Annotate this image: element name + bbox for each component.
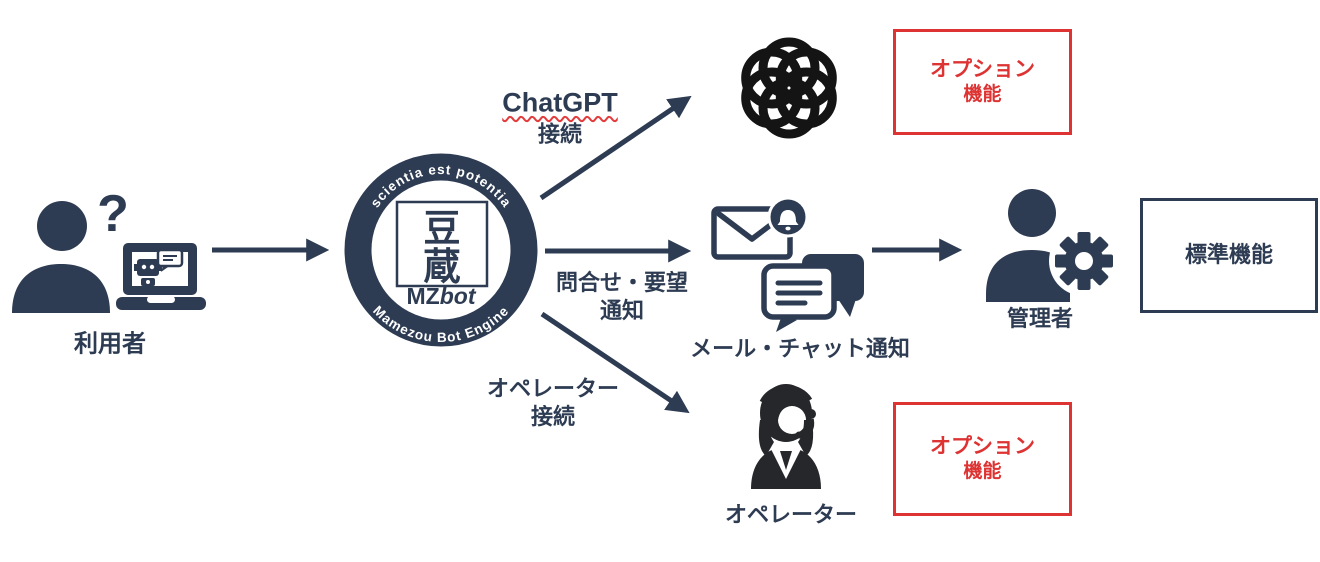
robot-icon <box>134 259 162 286</box>
user-head <box>37 201 87 251</box>
headset-band <box>759 384 813 404</box>
admin-body <box>986 250 1070 302</box>
mail-chat-label: メール・チャット通知 <box>690 335 910 361</box>
logo-kanji-top: 豆 <box>424 208 461 249</box>
option-top-line2: 機能 <box>963 84 1002 106</box>
chat-bubble-mini-icon <box>156 248 184 272</box>
admin-icon <box>986 189 1119 302</box>
user-icon: ? <box>12 185 129 313</box>
arrow-bot-to-operator <box>540 311 690 414</box>
arrow-bot-to-chatgpt <box>539 95 692 201</box>
logo-square <box>395 200 489 288</box>
logo-bot: bot <box>440 283 477 309</box>
operator-connection-label: オペレーター 接続 <box>487 375 619 431</box>
chatgpt-connection-label: ChatGPT 接続 <box>502 86 618 149</box>
option-bottom-line2: 機能 <box>963 461 1002 483</box>
chatgpt-label-line1: ChatGPT <box>502 87 618 118</box>
option-feature-box-top: オプション 機能 <box>893 29 1072 135</box>
admin-label: 管理者 <box>1006 305 1074 331</box>
standard-feature-box: 標準機能 <box>1140 198 1318 313</box>
operator-face <box>778 406 806 434</box>
option-bottom-line1: オプション <box>930 435 1035 458</box>
operator-conn-line2: 接続 <box>530 404 576 429</box>
logo-mzbot-text: MZbot <box>407 283 477 309</box>
mail-notification-icon <box>711 196 809 260</box>
option-feature-box-bottom: オプション 機能 <box>893 402 1072 516</box>
standard-feature-label: 標準機能 <box>1184 242 1273 268</box>
inquiry-label-line2: 通知 <box>599 298 645 323</box>
inquiry-notification-label: 問合せ・要望 通知 <box>556 269 688 325</box>
inquiry-label-line1: 問合せ・要望 <box>555 269 689 295</box>
option-top-line1: オプション <box>930 58 1035 81</box>
chatgpt-label-line2: 接続 <box>537 121 583 147</box>
user-label: 利用者 <box>74 330 146 358</box>
openai-logo-icon <box>741 37 837 139</box>
mzbot-logo: scientia est potentia Mamezou Bot Engine… <box>344 153 538 347</box>
user-body <box>12 264 110 313</box>
flow-arrows <box>212 95 963 414</box>
operator-icon <box>751 384 821 489</box>
laptop-icon <box>116 243 206 310</box>
operator-label: オペレーター <box>724 501 858 527</box>
gear-icon <box>1055 232 1113 290</box>
admin-head <box>1008 189 1056 237</box>
logo-mz: MZ <box>407 283 440 309</box>
operator-conn-line1: オペレーター <box>486 375 620 401</box>
question-mark-icon: ? <box>97 185 129 243</box>
chat-bubbles-icon <box>761 254 864 332</box>
bell-icon <box>777 210 799 225</box>
logo-kanji-bottom: 蔵 <box>424 246 461 287</box>
